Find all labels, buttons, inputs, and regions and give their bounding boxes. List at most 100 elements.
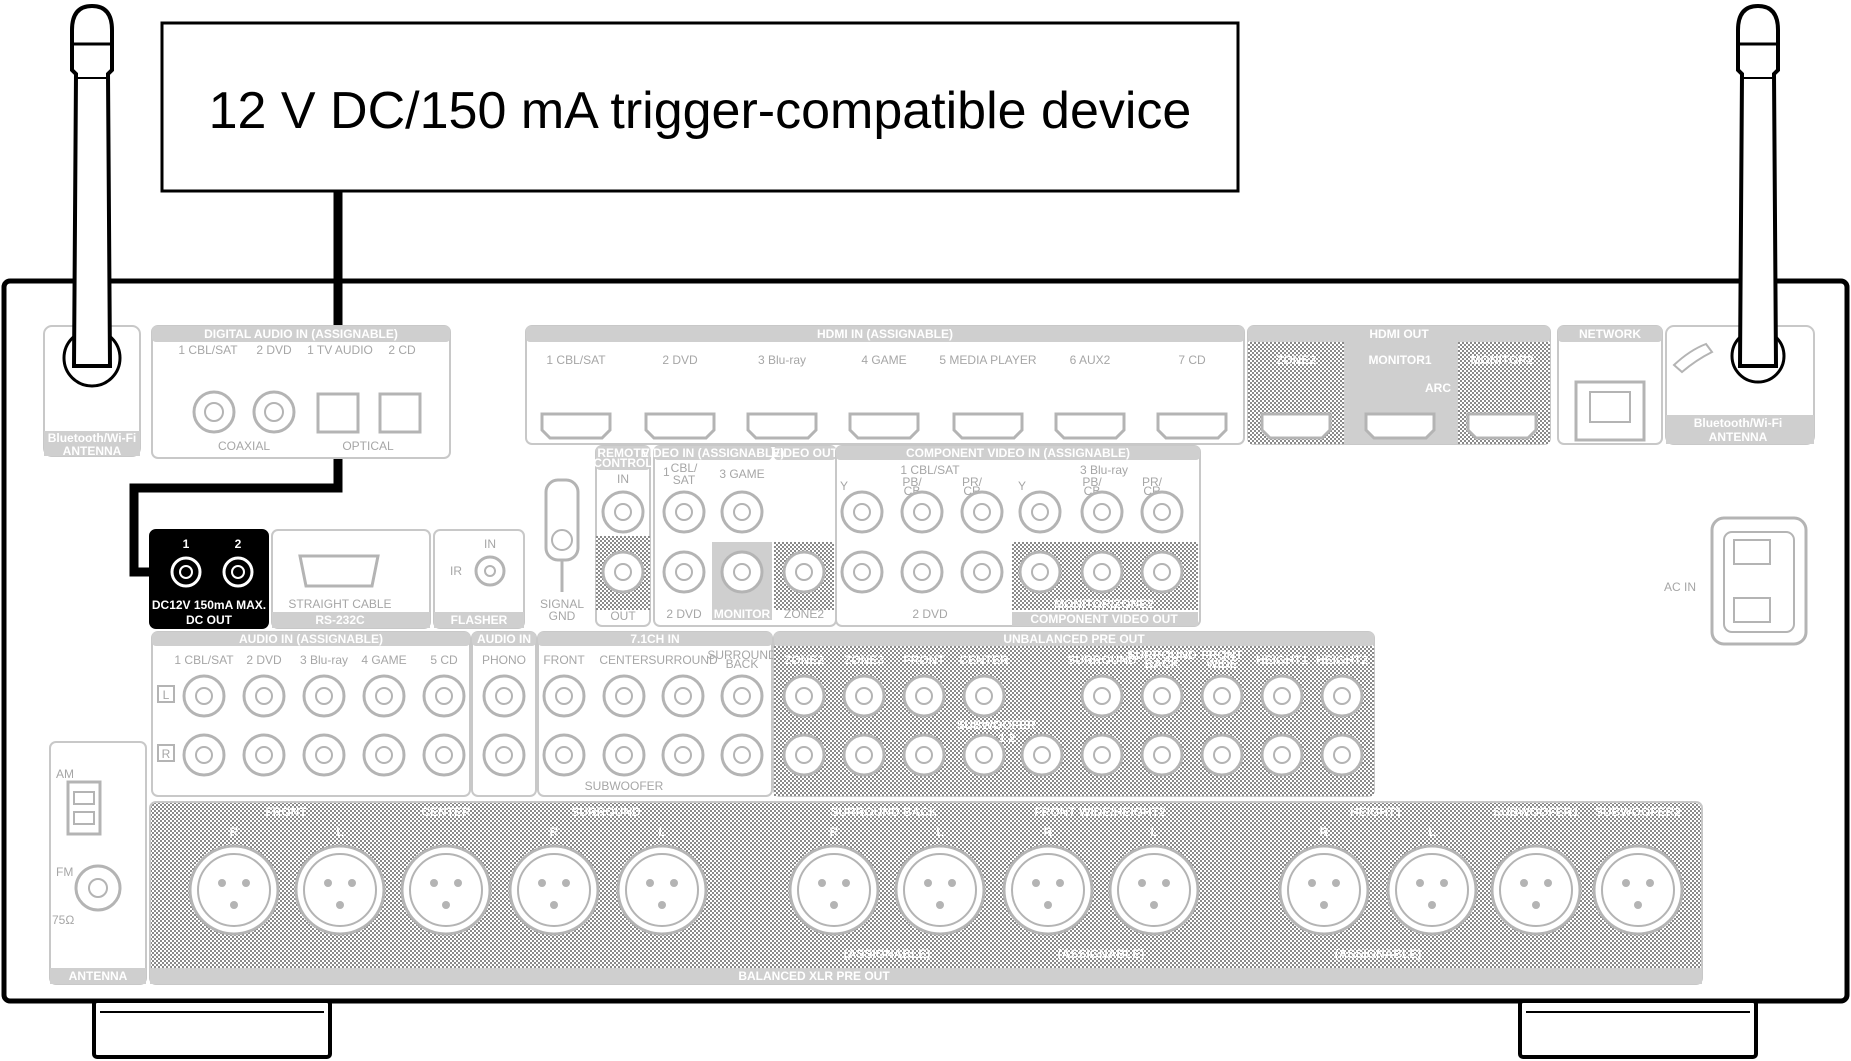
xlr-group-label-5: FRONT WIDE/HEIGHT2	[1034, 805, 1166, 819]
component-in-jack-top-1	[840, 490, 884, 534]
signal-gnd-label-2: GND	[549, 609, 576, 623]
rs232c-port	[298, 554, 380, 588]
component-in-2-jack-1	[840, 550, 884, 594]
dc-out-jack-1-label: 1	[183, 537, 190, 551]
xlr-side-label-2: L	[336, 825, 343, 839]
unbal-bottom-jack-6	[1080, 733, 1124, 777]
coaxial-label: COAXIAL	[218, 439, 270, 453]
component-in-jack-top-6	[1140, 490, 1184, 534]
video-in-3-label: 3 GAME	[719, 467, 764, 481]
unbal-bottom-jack-1	[782, 733, 826, 777]
xlr-jack-10	[1278, 844, 1370, 936]
flasher-panel: IN IR FLASHER	[433, 529, 525, 629]
unbal-bottom-jack-10	[1320, 733, 1364, 777]
unbal-label-4: CENTER	[959, 653, 1009, 667]
optical-label: OPTICAL	[342, 439, 394, 453]
unbal-bottom-jack-3	[902, 733, 946, 777]
hdmi-in-port-2	[644, 412, 716, 440]
hdmi-in-label-5: 5 MEDIA PLAYER	[939, 353, 1036, 367]
unbal-label-8: FRONT	[1201, 648, 1243, 662]
video-panel: VIDEO IN (ASSIGNABLE) VIDEO OUT 1 CBL/ S…	[642, 445, 839, 627]
ch71-bottom-jack-1	[542, 733, 586, 777]
hdmi-in-label-6: 6 AUX2	[1070, 353, 1111, 367]
ch71-subwoofer-label: SUBWOOFER	[585, 779, 664, 793]
audio-in-l-label: L	[163, 688, 170, 702]
hdmi-in-port-7	[1156, 412, 1228, 440]
left-antenna: Bluetooth/Wi-Fi ANTENNA	[43, 3, 141, 458]
ch71-top-jack-4	[720, 674, 764, 718]
component-pr-label-5: PR/	[1142, 475, 1163, 489]
hdmi-out-monitor1-label: MONITOR1	[1368, 353, 1431, 367]
ch71-title: 7.1CH IN	[630, 632, 679, 646]
unbal-top-jack-1	[782, 674, 826, 718]
audio-in-label-5: 5 CD	[430, 653, 458, 667]
digital-audio-in-panel: DIGITAL AUDIO IN (ASSIGNABLE) 1 CBL/SAT …	[151, 325, 451, 459]
xlr-side-label-4: R	[550, 825, 559, 839]
am-label: AM	[56, 767, 74, 781]
unbal-subwoofer-nums: 1 2	[999, 731, 1016, 745]
optical-jack-1	[316, 392, 360, 434]
unbal-top-jack-6	[1140, 674, 1184, 718]
component-in-jack-top-3	[960, 490, 1004, 534]
audio-in-l-jack-5	[422, 674, 466, 718]
xlr-jack-7	[894, 844, 986, 936]
hdmi-in-port-6	[1054, 412, 1126, 440]
dc-out-title: DC OUT	[186, 613, 233, 627]
receiver-foot-right	[1518, 999, 1758, 1059]
am-fm-antenna-panel: AM FM 75Ω ANTENNA	[49, 741, 147, 985]
xlr-jack-3	[400, 844, 492, 936]
video-in-1-label-b: SAT	[673, 473, 696, 487]
unbal-label-7: BACK	[1145, 657, 1180, 671]
flasher-title: FLASHER	[451, 613, 508, 627]
xlr-jack-12	[1490, 844, 1582, 936]
xlr-jack-1	[188, 844, 280, 936]
unbal-top-jack-4	[962, 674, 1006, 718]
rs232c-sub-label: STRAIGHT CABLE	[288, 597, 391, 611]
xlr-jack-4	[508, 844, 600, 936]
network-title: NETWORK	[1579, 327, 1641, 341]
hdmi-out-panel: HDMI OUT ZONE2 MONITOR1 MONITOR2 ARC	[1247, 325, 1551, 445]
component-in-jack-top-5	[1080, 490, 1124, 534]
xlr-group-label-1: FRONT	[265, 805, 307, 819]
component-video-panel: COMPONENT VIDEO IN (ASSIGNABLE) 1 CBL/SA…	[835, 445, 1201, 627]
unbal-bottom-jack-5	[1020, 733, 1064, 777]
dc-out-panel: 1 2 DC12V 150mA MAX. DC OUT	[149, 529, 269, 629]
hdmi-in-label-1: 1 CBL/SAT	[546, 353, 606, 367]
xlr-side-label-11: L	[1428, 825, 1435, 839]
right-antenna: Bluetooth/Wi-Fi ANTENNA	[1665, 3, 1815, 445]
video-monitor-label: MONITOR	[714, 607, 771, 621]
ch71-surround-back-label-2: BACK	[726, 657, 759, 671]
video-out-title: VIDEO OUT	[772, 446, 839, 460]
ch71-front-label: FRONT	[543, 653, 585, 667]
xlr-side-label-9: L	[1150, 825, 1157, 839]
left-antenna-label-1: Bluetooth/Wi-Fi	[48, 431, 137, 445]
hdmi-out-monitor2-label: MONITOR2	[1470, 353, 1533, 367]
xlr-side-label-10: R	[1320, 825, 1329, 839]
unbal-label-1: ZONE2	[784, 653, 824, 667]
audio-in-label-4: 4 GAME	[361, 653, 406, 667]
xlr-side-label-5: L	[658, 825, 665, 839]
remote-in-label: IN	[617, 472, 629, 486]
unbal-label-5: SURROUND	[1067, 653, 1137, 667]
ac-in-label: AC IN	[1664, 580, 1696, 594]
hdmi-in-title: HDMI IN (ASSIGNABLE)	[817, 327, 953, 341]
component-out-zone-label: MONITOR/ZONE2	[1054, 597, 1154, 611]
component-out-jack-2	[1080, 550, 1124, 594]
xlr-jack-6	[788, 844, 880, 936]
xlr-side-label-7: L	[936, 825, 943, 839]
hdmi-out-monitor1-port	[1364, 412, 1436, 440]
rs232c-panel: STRAIGHT CABLE RS-232C	[271, 529, 431, 629]
fm-label: FM	[56, 865, 73, 879]
unbalanced-title: UNBALANCED PRE OUT	[1003, 632, 1145, 646]
digital-in-4-label: 2 CD	[388, 343, 416, 357]
ch71-in-panel: 7.1CH IN FRONT CENTER SURROUND SURROUND …	[537, 631, 777, 797]
unbal-label-9: WIDE	[1206, 657, 1237, 671]
hdmi-out-zone2-port	[1260, 412, 1332, 440]
component-out-title: COMPONENT VIDEO OUT	[1030, 612, 1178, 626]
audio-in-r-jack-1	[182, 733, 226, 777]
unbal-top-jack-7	[1200, 674, 1244, 718]
video-zone2-label: ZONE2	[784, 607, 824, 621]
flasher-in-label: IN	[484, 537, 496, 551]
remote-out-label: OUT	[610, 609, 636, 623]
